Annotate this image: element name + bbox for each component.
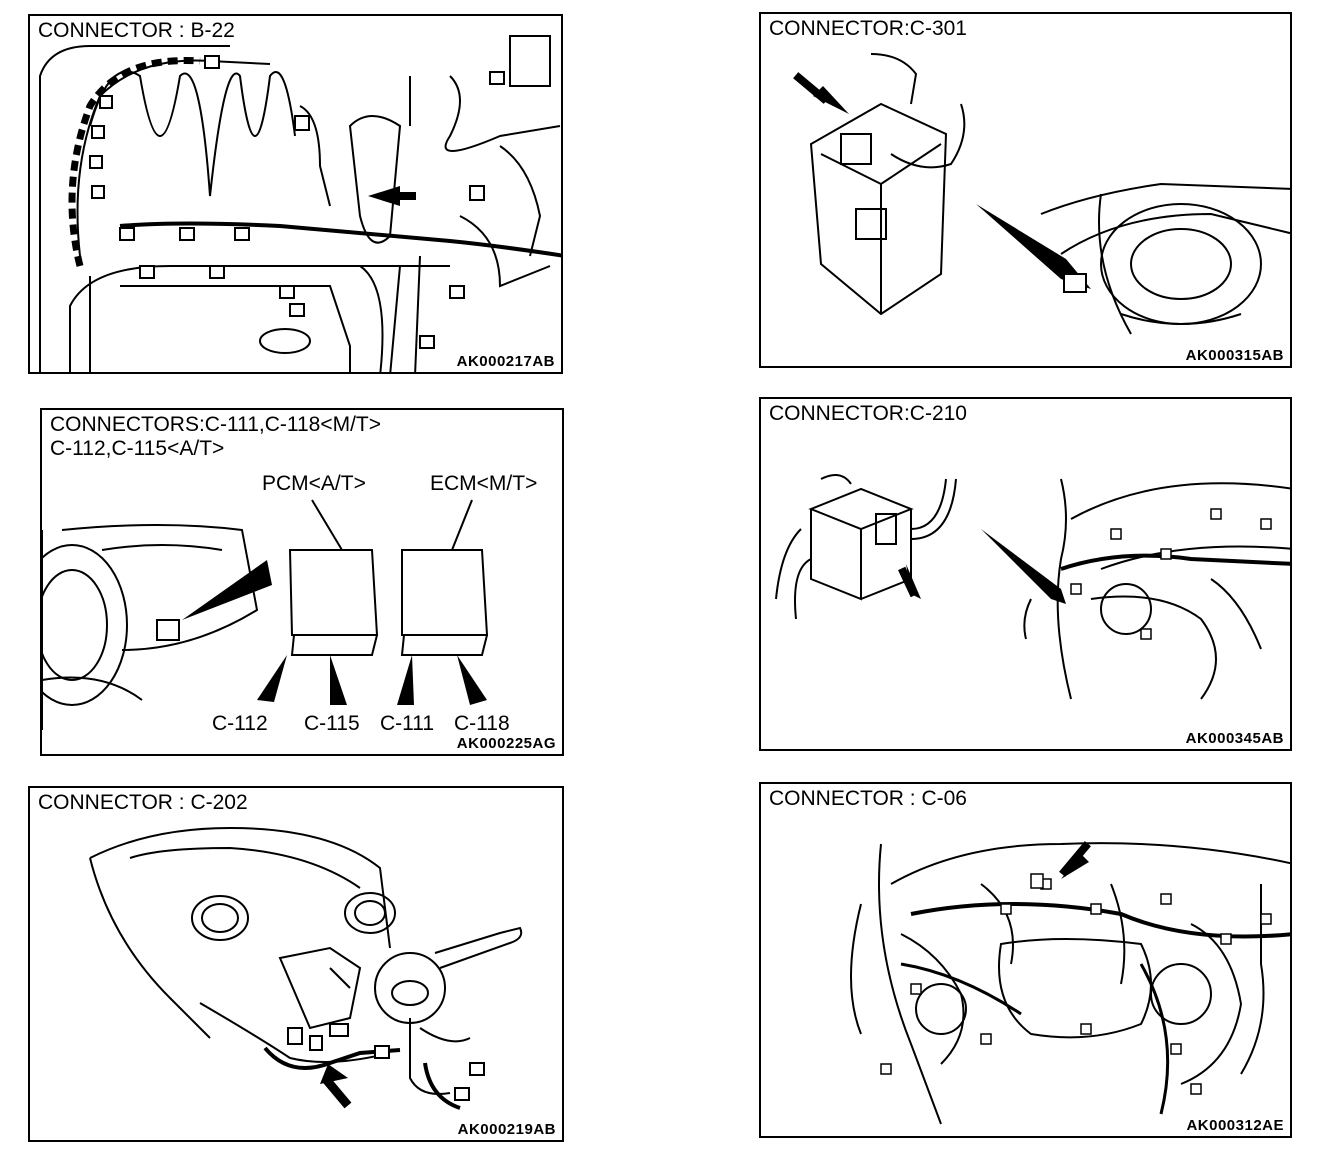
panel-title: CONNECTOR : C-202 — [38, 791, 248, 814]
pcm-label: PCM<A/T> — [262, 472, 366, 495]
figure-code: AK000219AB — [455, 1121, 558, 1138]
panel-connector-c06: CONNECTOR : C-06 AK000312AE — [759, 782, 1292, 1138]
engine-harness-drawing — [39, 35, 561, 372]
c112-label: C-112 — [212, 712, 268, 735]
figure-code: AK000312AE — [1184, 1117, 1286, 1134]
panel-connector-c210: CONNECTOR:C-210 AK000345AB — [759, 397, 1292, 751]
c118-label: C-118 — [454, 712, 510, 735]
figure-code: AK000217AB — [454, 353, 557, 370]
c111-label: C-111 — [380, 712, 435, 735]
panel-title: CONNECTOR : B-22 — [38, 20, 239, 42]
ecm-label: ECM<M/T> — [430, 472, 538, 495]
panel-connector-b22: CONNECTOR : B-22 AK000217AB — [28, 14, 563, 374]
figure-code: AK000225AG — [454, 735, 558, 752]
junction-block-drawing — [793, 53, 1290, 335]
figure-code: AK000345AB — [1183, 730, 1286, 747]
panel-title: CONNECTOR:C-301 — [769, 17, 967, 40]
dashboard-harness-drawing — [775, 474, 1290, 700]
pcm-ecm-drawing — [42, 499, 489, 730]
panel-title-line1: CONNECTORS:C-111,C-118<M/T> — [50, 413, 382, 436]
panel-title: CONNECTOR:C-210 — [769, 402, 967, 425]
c115-label: C-115 — [304, 712, 360, 735]
panel-title: CONNECTOR : C-06 — [769, 787, 967, 810]
panel-connectors-c111: CONNECTORS:C-111,C-118<M/T> C-112,C-115<… — [40, 408, 564, 756]
panel-connector-c301: CONNECTOR:C-301 AK000315AB — [759, 12, 1292, 368]
panel-connector-c202: CONNECTOR : C-202 AK000219AB — [28, 786, 564, 1142]
figure-code: AK000315AB — [1183, 347, 1286, 364]
panel-title-line2: C-112,C-115<A/T> — [50, 437, 225, 460]
instrument-panel-harness-drawing — [850, 841, 1290, 1125]
steering-column-drawing — [89, 826, 523, 1110]
